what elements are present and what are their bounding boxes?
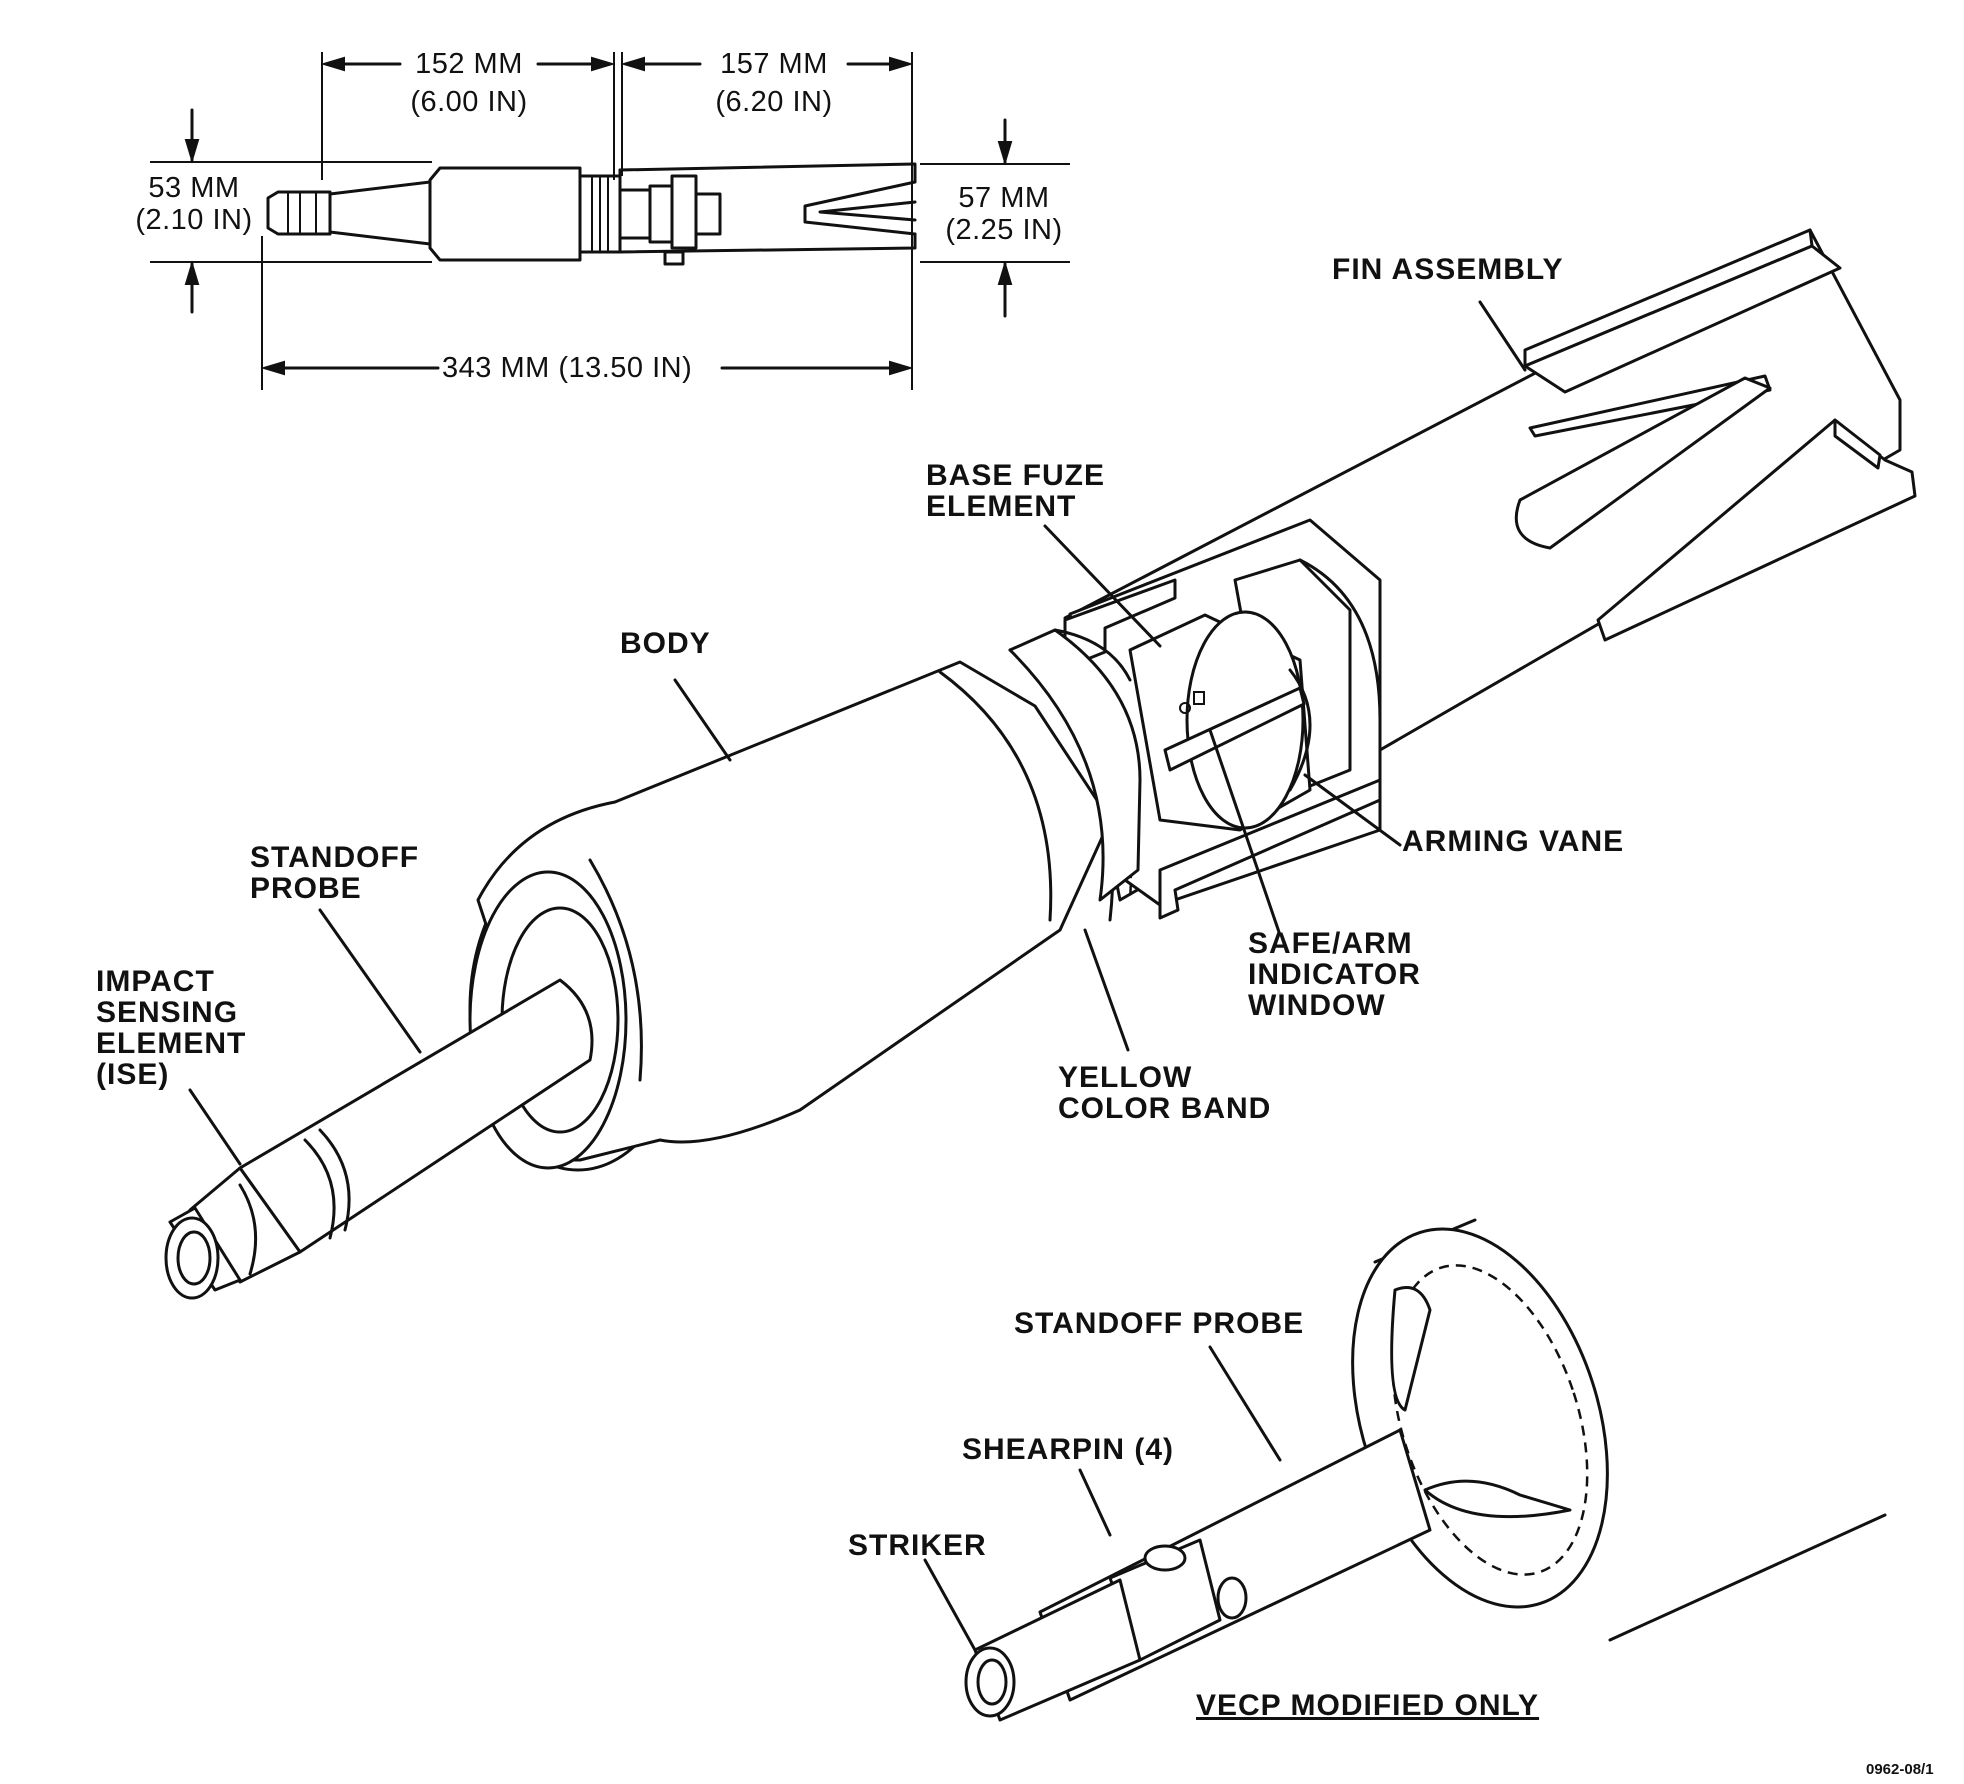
dim-left-diameter-mm: 53 MM	[148, 172, 240, 204]
label-body: BODY	[620, 627, 711, 660]
label-base-fuze-element: BASE FUZE ELEMENT	[926, 459, 1106, 523]
dim-right-diameter-in: (2.25 IN)	[945, 214, 1063, 246]
figure-code: 0962-08/1	[1866, 1761, 1934, 1778]
label-arming-vane: ARMING VANE	[1402, 825, 1625, 858]
base-fuze-drawing	[1128, 610, 1312, 832]
label-fin-assembly: FIN ASSEMBLY	[1332, 253, 1564, 286]
label-shearpin: SHEARPIN (4)	[962, 1433, 1175, 1466]
label-safe-arm-indicator-window: SAFE/ARM INDICATOR WINDOW	[1248, 927, 1421, 1022]
label-standoff-probe: STANDOFF PROBE	[250, 841, 420, 905]
leader-lines	[188, 300, 1527, 1652]
side-view-outline	[266, 162, 917, 266]
dim-top-left-in: (6.00 IN)	[410, 86, 528, 118]
dim-top-left-mm: 152 MM	[415, 48, 523, 80]
dim-left-diameter-in: (2.10 IN)	[135, 204, 253, 236]
dimension-lines	[150, 52, 1070, 390]
detail-view-drawing	[964, 1218, 1887, 1722]
label-impact-sensing-element: IMPACT SENSING ELEMENT (ISE)	[96, 965, 247, 1091]
body-drawing	[468, 628, 1142, 1172]
dim-overall-length: 343 MM (13.50 IN)	[442, 352, 693, 384]
standoff-probe-drawing	[164, 978, 594, 1300]
label-striker: STRIKER	[848, 1529, 987, 1562]
dim-right-diameter-mm: 57 MM	[958, 182, 1050, 214]
label-detail-caption: VECP MODIFIED ONLY	[1196, 1689, 1540, 1722]
dim-top-right-in: (6.20 IN)	[715, 86, 833, 118]
label-yellow-color-band: YELLOW COLOR BAND	[1058, 1061, 1272, 1125]
label-detail-standoff-probe: STANDOFF PROBE	[1014, 1307, 1305, 1340]
dim-top-right-mm: 157 MM	[720, 48, 828, 80]
